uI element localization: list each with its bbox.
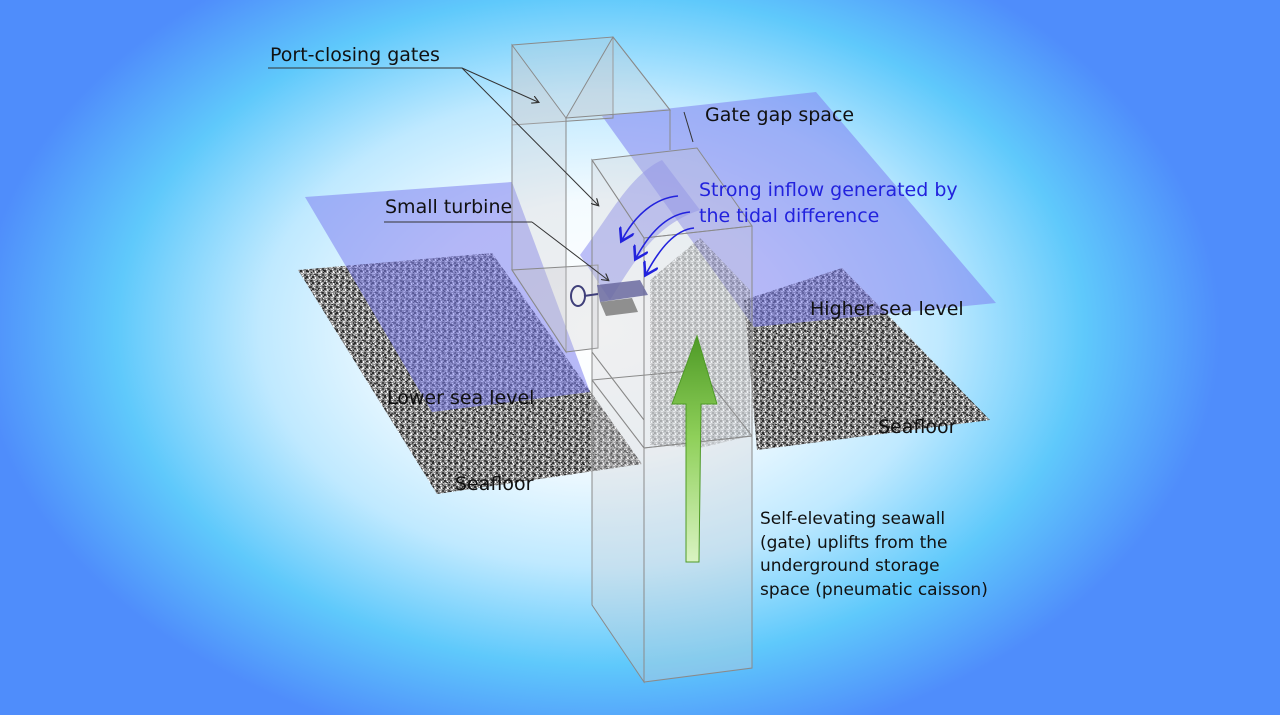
label-seafloor-left: Seafloor <box>455 473 534 495</box>
inflow-channel <box>580 160 700 300</box>
label-port-closing-gates: Port-closing gates <box>270 44 440 66</box>
label-small-turbine: Small turbine <box>385 196 513 218</box>
label-gate-gap-space: Gate gap space <box>705 104 855 126</box>
uplift-arrow <box>671 334 718 563</box>
label-self-elevating-seawall: Self-elevating seawall (gate) uplifts fr… <box>760 509 988 600</box>
label-strong-inflow-line1: Strong inflow generated by <box>699 179 958 201</box>
label-lower-sea-level: Lower sea level <box>387 387 535 409</box>
small-turbine <box>570 280 648 316</box>
label-seafloor-right: Seafloor <box>878 416 957 438</box>
lower-sea-level-plane <box>305 182 590 412</box>
higher-sea-level-plane <box>602 92 996 327</box>
leader-lines <box>268 67 694 280</box>
inflow-arrows <box>622 195 695 274</box>
label-higher-sea-level: Higher sea level <box>810 298 964 320</box>
label-strong-inflow-line2: the tidal difference <box>699 205 880 227</box>
